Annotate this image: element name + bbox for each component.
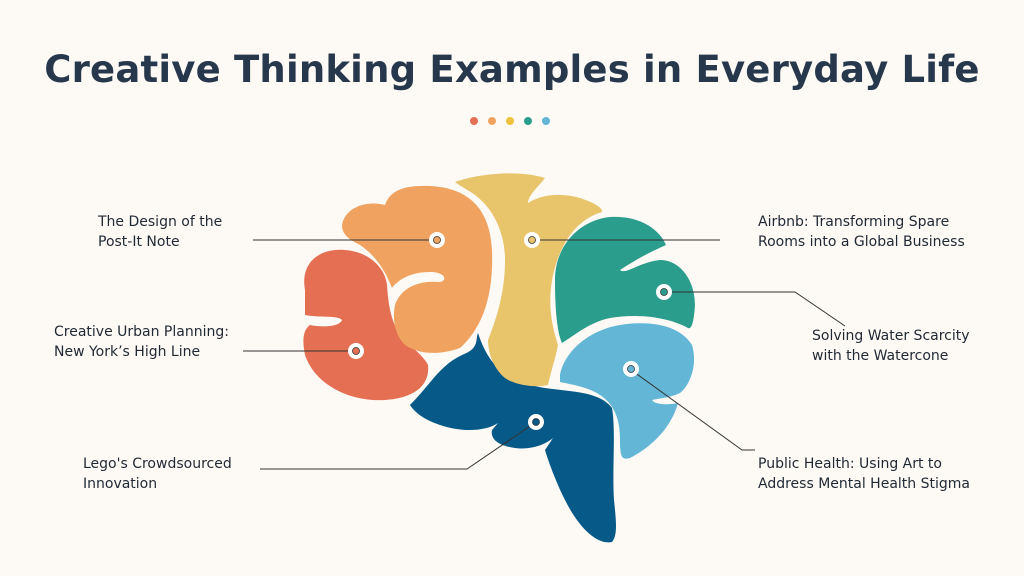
label-line: Public Health: Using Art to	[758, 456, 942, 472]
brain-lobe-red	[303, 249, 429, 401]
label-line: Rooms into a Global Business	[758, 233, 965, 250]
dot-4	[524, 117, 532, 125]
brain-lobe-yellow	[455, 173, 603, 387]
decorative-dots	[470, 117, 550, 125]
label-line: with the Watercone	[812, 347, 949, 364]
label-line: The Design of the	[98, 214, 223, 230]
label-line: New York’s High Line	[54, 343, 201, 360]
leader-line-watercone	[668, 291, 846, 327]
leader-line-lego	[260, 423, 534, 470]
marker-airbnb	[524, 232, 540, 248]
label-public-health: Public Health: Using Art to Address Ment…	[758, 455, 970, 494]
label-urban: Creative Urban Planning: New York’s High…	[54, 323, 229, 362]
label-line: Post-It Note	[98, 233, 180, 250]
label-line: Solving Water Scarcity	[812, 328, 970, 344]
marker-urban	[348, 343, 364, 359]
page-title: Creative Thinking Examples in Everyday L…	[44, 48, 980, 91]
dot-5	[542, 117, 550, 125]
brain-lobe-light-blue	[560, 323, 695, 459]
label-watercone: Solving Water Scarcity with the Watercon…	[812, 327, 970, 366]
label-line: Innovation	[83, 475, 158, 492]
label-line: Address Mental Health Stigma	[758, 475, 970, 492]
label-airbnb: Airbnb: Transforming Spare Rooms into a …	[758, 213, 965, 252]
label-line: Lego's Crowdsourced	[83, 456, 232, 472]
dot-1	[470, 117, 478, 125]
marker-lego	[528, 414, 544, 430]
leader-line-public-health	[633, 371, 755, 451]
label-line: Creative Urban Planning:	[54, 324, 229, 340]
brain-lobe-teal	[555, 216, 695, 343]
brain-lobe-orange	[342, 185, 493, 353]
marker-watercone	[656, 284, 672, 300]
label-lego: Lego's Crowdsourced Innovation	[83, 455, 232, 494]
label-line: Airbnb: Transforming Spare	[758, 214, 950, 230]
marker-public-health	[623, 361, 639, 377]
label-post-it: The Design of the Post-It Note	[98, 213, 222, 252]
marker-post-it	[429, 232, 445, 248]
dot-2	[488, 117, 496, 125]
dot-3	[506, 117, 514, 125]
